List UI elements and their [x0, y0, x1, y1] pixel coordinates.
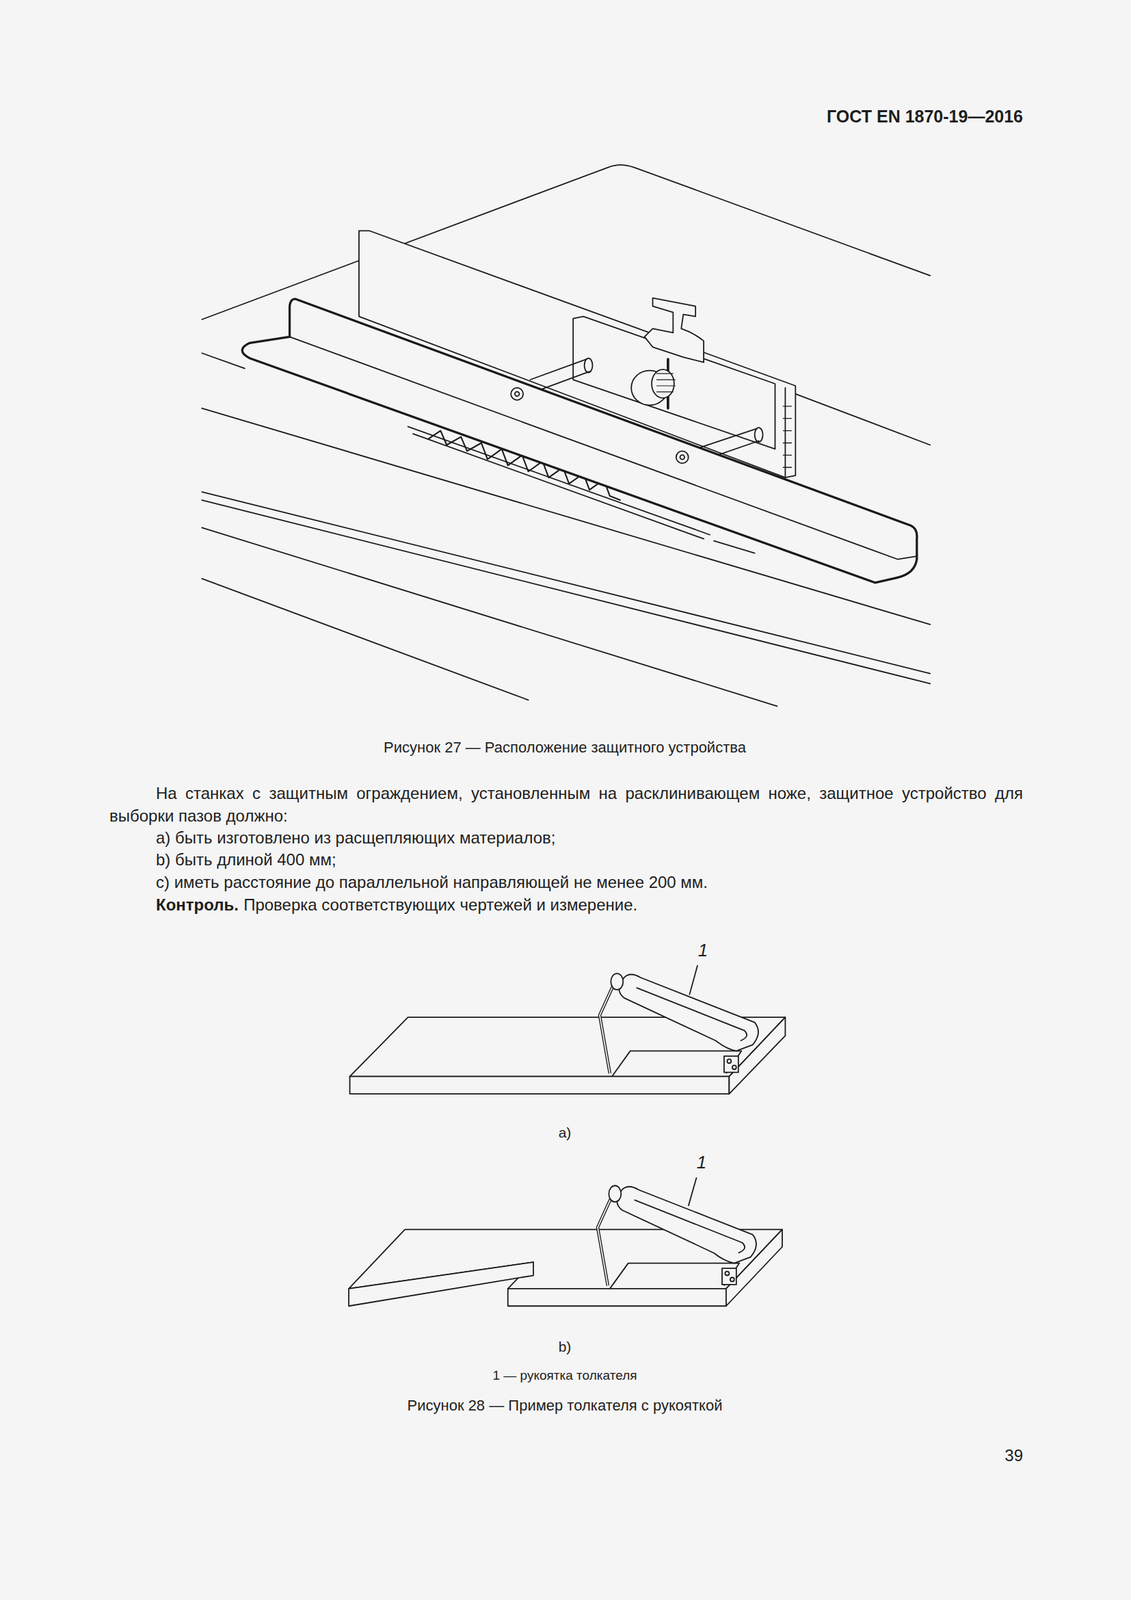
- control-heading: Контроль.: [155, 893, 239, 915]
- figure-27-drawing: [201, 164, 930, 706]
- subfigure-label: a): [558, 1122, 572, 1142]
- figure-caption: Рисунок 27 — Расположение защитного устр…: [383, 737, 747, 758]
- push-stick: [599, 973, 759, 1077]
- figure-28b-drawing: [348, 1176, 783, 1306]
- figure-28a-drawing: [350, 964, 786, 1094]
- list-item: c) иметь расстояние до параллельной напр…: [155, 871, 708, 893]
- page-number: 39: [1004, 1444, 1023, 1466]
- list-item: b) быть длиной 400 мм;: [155, 848, 337, 870]
- body-paragraph: На станках с защитным ограждением, устан…: [109, 781, 1023, 827]
- figure-caption: Рисунок 28 — Пример толкателя с рукоятко…: [407, 1395, 723, 1416]
- control-text: Проверка соответствующих чертежей и изме…: [243, 893, 638, 915]
- figure-key: 1 — рукоятка толкателя: [492, 1366, 637, 1385]
- subfigure-label: b): [558, 1336, 572, 1356]
- document-header: ГОСТ EN 1870-19—2016: [826, 105, 1023, 128]
- push-stick: [597, 1185, 757, 1289]
- list-item: a) быть изготовлено из расщепляющих мате…: [155, 826, 556, 848]
- callout-number: 1: [696, 1150, 707, 1175]
- callout-number: 1: [698, 938, 708, 963]
